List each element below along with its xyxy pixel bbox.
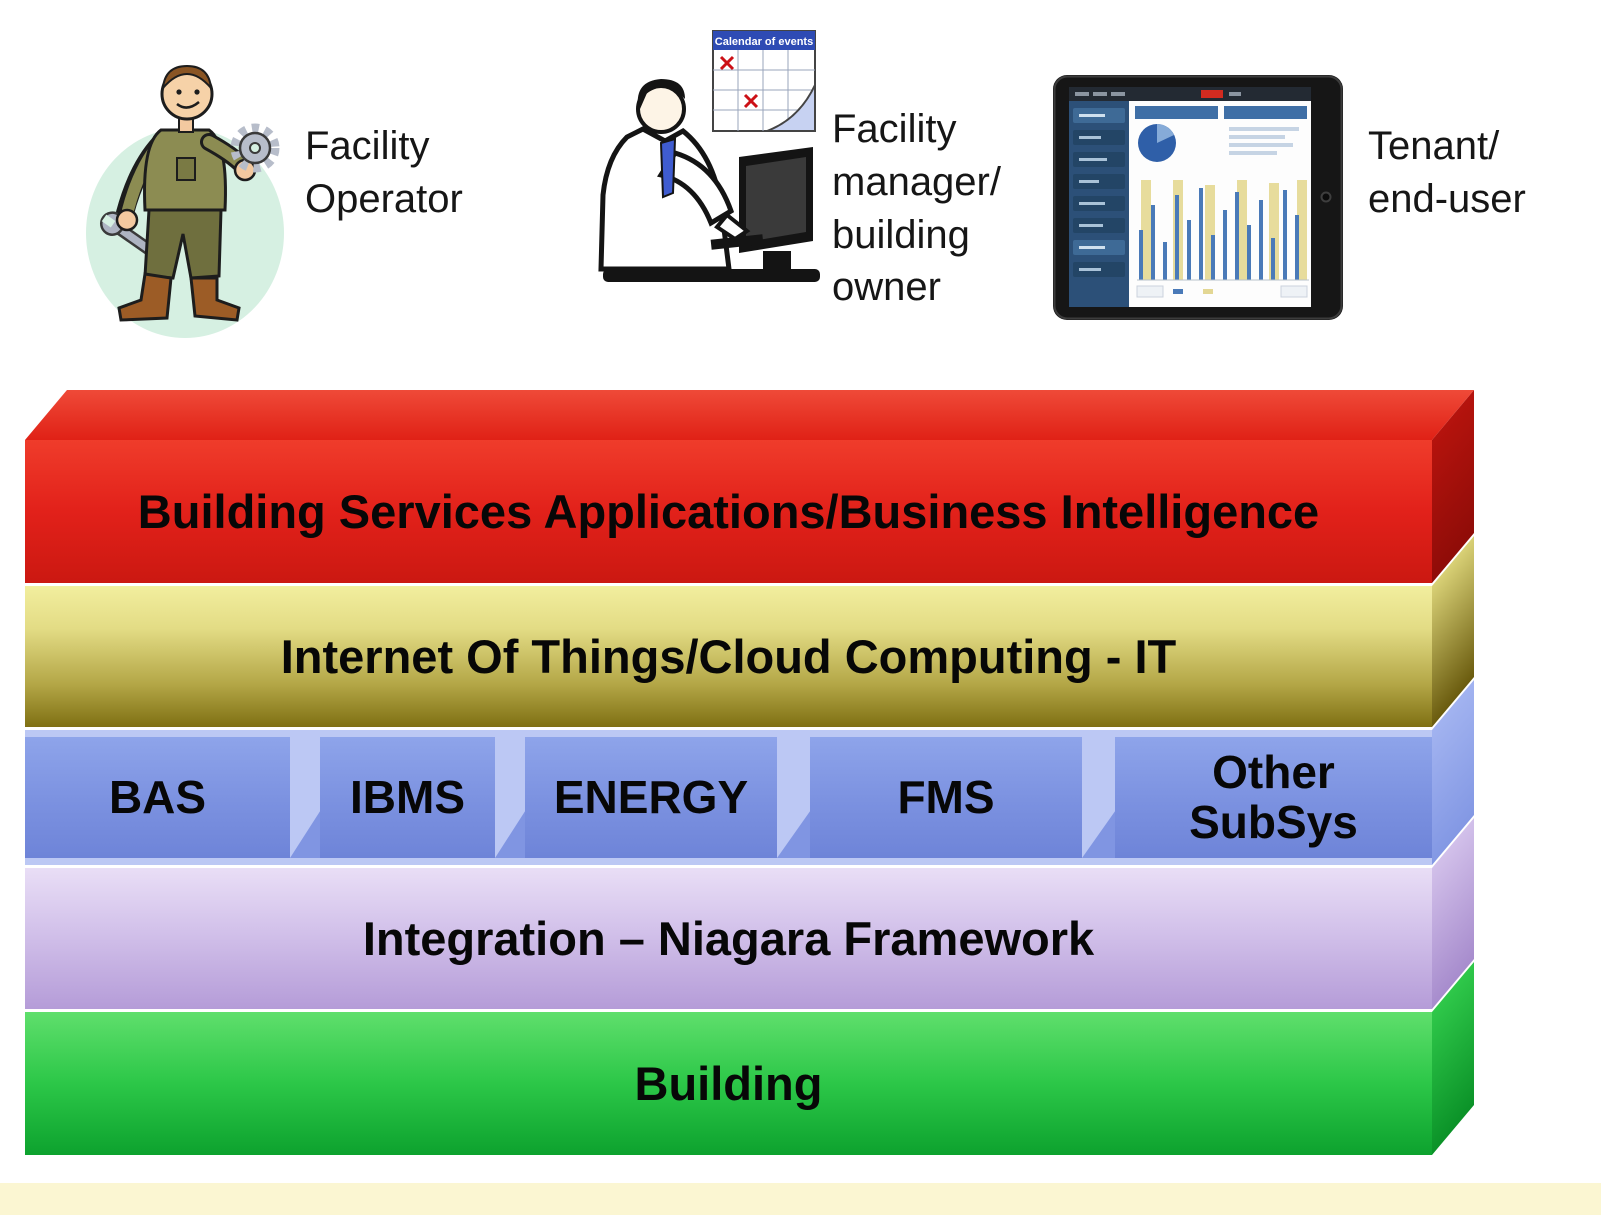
- facility-manager-illustration: Calendar of events: [515, 25, 820, 315]
- calendar-graphic: Calendar of events: [712, 30, 816, 132]
- segment-gap-notch: [1082, 811, 1115, 858]
- segment-gap-notch: [290, 811, 320, 858]
- integration-layer-label: Integration – Niagara Framework: [362, 912, 1095, 965]
- segment-other-subsys: Other SubSys: [1115, 737, 1432, 858]
- dashboard-sidebar: [1069, 101, 1129, 307]
- segment-energy: ENERGY: [525, 737, 777, 858]
- segment-bas: BAS: [25, 737, 290, 858]
- tenant-end-user-label: Tenant/ end-user: [1368, 124, 1526, 221]
- layer-integration-niagara: Integration – Niagara Framework: [25, 868, 1432, 1009]
- facility-operator-graphic: [86, 64, 284, 338]
- person-graphic: [598, 79, 764, 272]
- tablet-camera-dot: [1320, 191, 1332, 203]
- segment-fms-label: FMS: [897, 770, 995, 823]
- applications-layer-label: Building Services Applications/Business …: [137, 485, 1320, 538]
- layer-building-services-applications: Building Services Applications/Business …: [25, 440, 1432, 583]
- gear-icon: [230, 123, 280, 173]
- facility-manager-label: Facility manager/ building owner: [832, 107, 1001, 310]
- calendar-x-mark: [743, 93, 759, 109]
- layer-building: Building: [25, 1012, 1432, 1155]
- dashboard-topbar: [1069, 87, 1311, 101]
- calendar-title: Calendar of events: [715, 36, 813, 48]
- tablet-illustration: [1053, 75, 1343, 320]
- segment-gap-notch: [495, 811, 525, 858]
- segment-gap-notch: [777, 811, 810, 858]
- building-layer-label: Building: [634, 1057, 823, 1110]
- tablet-dashboard-graphic: [1053, 75, 1343, 320]
- layer-subsystems: BAS IBMS ENERGY FMS Other SubSys: [25, 730, 1432, 865]
- bar-chart-graphic: [1136, 180, 1309, 298]
- calendar-x-mark: [719, 55, 735, 71]
- facility-manager-graphic: Calendar of events: [598, 30, 820, 282]
- facility-operator-illustration: [85, 38, 290, 343]
- dashboard-panels: [1135, 106, 1307, 162]
- segment-ibms: IBMS: [320, 737, 495, 858]
- segment-bas-label: BAS: [108, 770, 207, 823]
- facility-operator-label: Facility Operator: [305, 124, 463, 221]
- applications-layer-top-face: [25, 390, 1474, 440]
- pie-chart-graphic: [1138, 124, 1176, 162]
- segment-fms: FMS: [810, 737, 1082, 858]
- segment-energy-label: ENERGY: [553, 770, 749, 823]
- desk-graphic: [603, 269, 820, 282]
- segment-ibms-label: IBMS: [350, 770, 465, 823]
- segment-other-subsys-label: Other SubSys: [1189, 745, 1358, 848]
- bottom-accent-strip: [0, 1183, 1601, 1215]
- layer-iot-cloud-computing: Internet Of Things/Cloud Computing - IT: [25, 586, 1432, 727]
- monitor-graphic: [739, 147, 813, 269]
- iot-layer-label: Internet Of Things/Cloud Computing - IT: [280, 630, 1177, 683]
